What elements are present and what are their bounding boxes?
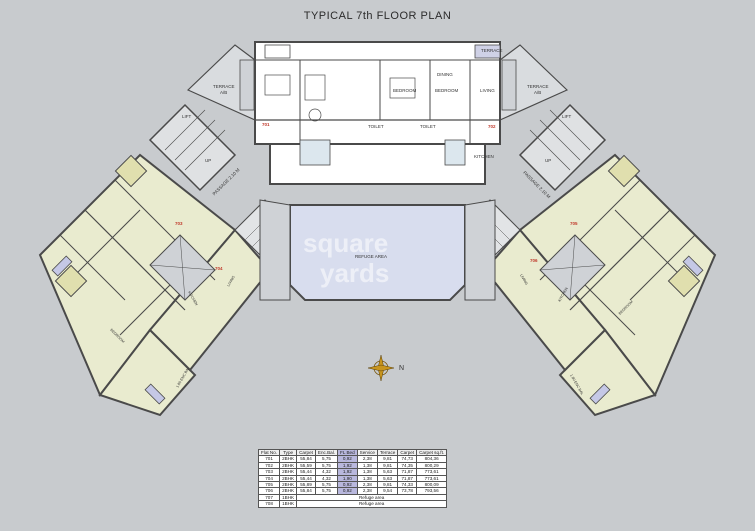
table-cell: 5,63 (376, 474, 399, 483)
table-cell: 708 (257, 500, 281, 508)
label-terrace-right: TERRACE (527, 84, 549, 89)
svg-text:A/B: A/B (534, 90, 541, 95)
table-cell: 773,61 (416, 468, 448, 476)
table-cell: 702 (257, 461, 281, 470)
label-unit-701: 701 (262, 122, 270, 127)
table-cell: 2BHK (279, 461, 298, 470)
label-up-right: UP (545, 158, 551, 163)
label-unit-706: 706 (530, 258, 538, 263)
table-cell: 773,61 (416, 474, 448, 483)
label-unit-703: 703 (175, 221, 183, 226)
table-cell: 5,75 (314, 455, 339, 463)
table-header-row: Flat No. Type Carpet Enc.Bal. FL Bed Ser… (257, 448, 448, 457)
table-row: 704 2BHK 55,44 4,32 1,90 1,38 5,63 71,87… (257, 474, 448, 483)
table-header: Carpet (296, 448, 316, 457)
table-cell: 704 (257, 474, 281, 483)
label-living-right: LIVING (519, 274, 528, 286)
table-row: 701 2BHK 55,84 5,75 0,92 2,38 9,81 74,73… (257, 455, 448, 463)
table-header: Flat No. (257, 448, 281, 457)
table-cell: 1BHK (279, 493, 298, 502)
table-cell: 9,54 (376, 487, 399, 495)
label-toilet1: TOILET (368, 124, 384, 129)
table-header: Type (279, 448, 298, 457)
label-bedroom1: BEDROOM (393, 88, 417, 93)
table-cell: 703 (257, 468, 281, 476)
table-cell: 5,75 (314, 480, 339, 489)
label-terrace-left: TERRACE (213, 84, 235, 89)
top-block (186, 41, 569, 185)
table-cell: 2BHK (279, 480, 298, 489)
svg-text:A/B: A/B (220, 90, 227, 95)
table-cell: 9,81 (376, 455, 399, 463)
area-table: Flat No. Type Carpet Enc.Bal. FL Bed Ser… (257, 448, 448, 508)
watermark-line1: square (303, 228, 388, 258)
label-unit-704: 704 (215, 266, 223, 271)
label-up-left: UP (205, 158, 211, 163)
left-wing (38, 103, 296, 417)
table-cell: 5,75 (314, 487, 339, 495)
table-cell: 5,63 (376, 468, 399, 476)
table-cell: 706 (257, 487, 281, 495)
watermark-line2: yards (320, 258, 389, 288)
table-cell: 701 (257, 455, 281, 463)
table-cell: 2BHK (279, 468, 298, 476)
table-row: 708 1BHK Refuge area (257, 500, 448, 508)
table-cell: 9,81 (376, 480, 399, 489)
table-cell: 2BHK (279, 455, 298, 463)
label-bedroom2: BEDROOM (435, 88, 459, 93)
table-cell: 1BHK (279, 500, 298, 508)
right-wing (459, 103, 717, 417)
label-living-top: LIVING (480, 88, 495, 93)
table-header: Terrace (376, 448, 399, 457)
table-cell: 800,29 (416, 461, 448, 470)
label-unit-702: 702 (488, 124, 496, 129)
label-terrace-top: TERRACE (481, 48, 503, 53)
table-cell: 4,32 (314, 468, 339, 476)
table-cell: Refuge area (296, 493, 448, 502)
label-kitchen-left: KITCHEN (187, 291, 199, 307)
table-cell: 4,32 (314, 474, 339, 483)
table-cell: 793,56 (416, 487, 448, 495)
table-cell: 9,81 (376, 461, 399, 470)
table-header: Carpet sq.ft. (416, 448, 448, 457)
label-living-left: LIVING (226, 275, 235, 287)
label-dining: DINING (437, 72, 453, 77)
label-unit-705: 705 (570, 221, 578, 226)
table-cell: 2BHK (279, 487, 298, 495)
label-refuge-area: REFUGE AREA (355, 254, 387, 259)
label-kitchen: KITCHEN (474, 154, 494, 159)
table-header: FL Bed (337, 448, 358, 457)
page-title: TYPICAL 7th FLOOR PLAN (303, 10, 452, 22)
label-lift-left: LIFT (182, 114, 192, 119)
label-kitchen-right: KITCHEN (557, 286, 569, 302)
table-cell: 804,36 (416, 455, 448, 463)
table-cell: 800,09 (416, 480, 448, 489)
label-lift-right: LIFT (562, 114, 572, 119)
compass-label: N (399, 365, 404, 372)
table-cell: 2BHK (279, 474, 298, 483)
table-cell: 705 (257, 480, 281, 489)
table-cell: 5,75 (314, 461, 339, 470)
table-row: 706 2BHK 55,84 5,75 0,92 2,38 9,54 73,78… (257, 487, 448, 495)
table-header: Service (356, 448, 378, 457)
table-row: 703 2BHK 55,44 4,32 1,92 1,38 5,63 71,87… (257, 468, 448, 476)
table-cell: Refuge area (296, 500, 448, 508)
table-row: 702 2BHK 55,59 5,75 1,92 1,38 9,81 74,35… (257, 461, 448, 470)
table-cell: 707 (257, 493, 281, 502)
table-header: Enc.Bal. (314, 448, 339, 457)
label-toilet2: TOILET (420, 124, 436, 129)
table-row: 705 2BHK 55,89 5,75 0,92 2,38 9,81 74,33… (257, 480, 448, 489)
compass-icon (367, 354, 395, 382)
table-header: Carpet (397, 448, 418, 457)
table-row: 707 1BHK Refuge area (257, 493, 448, 502)
